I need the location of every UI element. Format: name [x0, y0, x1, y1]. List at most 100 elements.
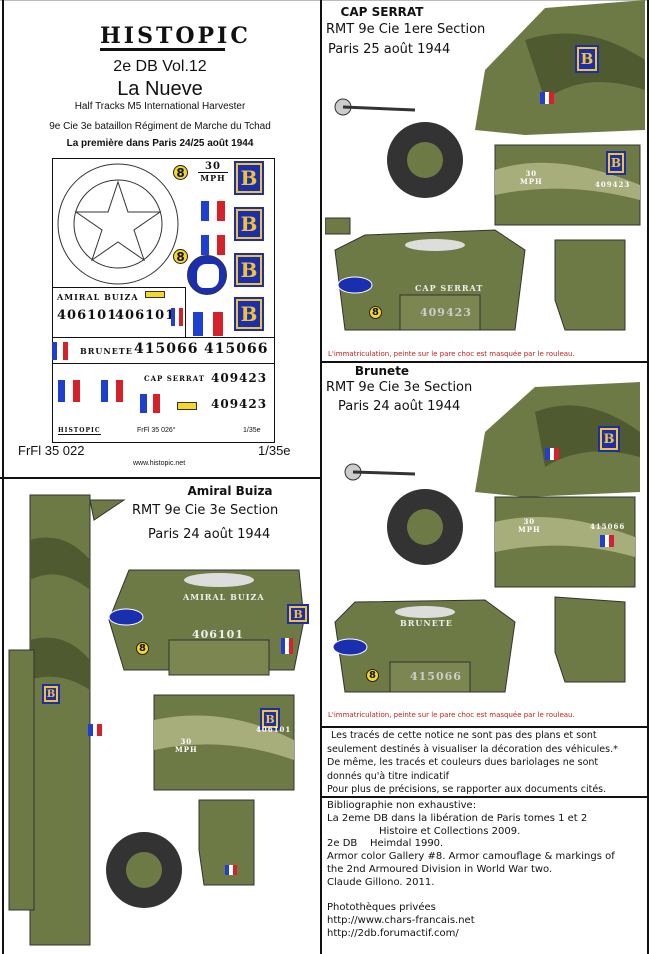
- notice-line: donnés qu'à titre indicatif: [327, 770, 449, 782]
- interior-view: [198, 799, 255, 886]
- french-flag: [101, 380, 123, 402]
- french-flag: [201, 201, 225, 221]
- b-insignia: B: [287, 604, 309, 624]
- sheet-scale: 1/35e: [243, 427, 261, 434]
- amiral-buiza-drawings: [8, 494, 305, 946]
- vehicle-date: Paris 24 août 1944: [338, 399, 461, 414]
- mph-label: MPH: [198, 172, 228, 184]
- b-insignia: B: [234, 253, 264, 287]
- histopic-logo: HISTOPIC: [100, 23, 251, 51]
- unit-line: 9e Cie 3e bataillon Régiment de Marche d…: [49, 121, 271, 132]
- front-view: [334, 229, 526, 331]
- b-insignia: B: [234, 161, 264, 195]
- notice-line: De même, les tracés et couleurs dues bar…: [327, 757, 599, 768]
- b-insignia: B: [234, 297, 264, 331]
- side-view: [334, 0, 645, 198]
- french-flag: [600, 535, 615, 547]
- serial-marking: 415066: [590, 522, 626, 531]
- histopic-small-logo: HISTOPIC: [58, 427, 101, 435]
- french-flag: [171, 308, 183, 326]
- serial-note: L'immatriculation, peinte sur le pare ch…: [328, 711, 575, 719]
- bibliography-entry: the 2nd Armoured Division in World War t…: [327, 863, 553, 875]
- front-view: [332, 599, 516, 693]
- bibliography-entry: La 2eme DB dans la libération de Paris t…: [327, 812, 588, 824]
- bumper-serial: 406101: [192, 628, 244, 641]
- b-insignia: B: [598, 426, 620, 452]
- amiral-name-decal: AMIRAL BUIZA: [57, 292, 139, 302]
- vehicle-date: Paris 24 août 1944: [148, 527, 271, 542]
- vehicle-unit: RMT 9e Cie 3e Section: [132, 503, 279, 518]
- french-flag: [58, 380, 80, 402]
- page-title: La Nueve: [117, 78, 203, 100]
- right-border: [647, 0, 649, 954]
- french-flag: [88, 724, 103, 736]
- interior-view: [554, 596, 626, 683]
- brunete-decals: BRUNETE 415066 415066: [52, 337, 275, 364]
- right-divider-3: [321, 796, 649, 798]
- french-flag: [225, 865, 237, 875]
- front-label: BRUNETE: [400, 618, 453, 628]
- notice-line: Pour plus de précisions, se rapporter au…: [327, 784, 607, 795]
- mph-number: 30: [523, 517, 536, 526]
- b-insignia: B: [42, 684, 60, 704]
- vehicle-unit: RMT 9e Cie 3e Section: [326, 380, 473, 395]
- vehicle-date: Paris 25 août 1944: [328, 42, 451, 57]
- stowage-box: [325, 217, 351, 235]
- brunete-drawings: [332, 382, 640, 693]
- mph-label: MPH: [518, 525, 541, 534]
- number-8-decal: 8: [173, 249, 188, 264]
- serial-decal: 409423: [211, 397, 268, 411]
- serial-decal: 415066: [134, 341, 199, 357]
- vehicle-name: Amiral Buiza: [187, 484, 273, 498]
- sheet-reference: FrFl 35 026°: [137, 427, 176, 434]
- side-view: [344, 382, 640, 565]
- notice-line: Les tracés de cette notice ne sont pas d…: [331, 730, 597, 741]
- french-flag: [545, 448, 560, 460]
- number-8-marking: 8: [136, 642, 149, 655]
- serial-marking: 406101: [256, 725, 292, 734]
- serial-decal: 406101: [115, 308, 176, 323]
- number-8-marking: 8: [369, 306, 382, 319]
- website-link[interactable]: www.histopic.net: [133, 460, 186, 467]
- b-insignia: B: [575, 45, 599, 73]
- series-title: 2e DB Vol.12: [113, 58, 207, 75]
- vehicle-name: Brunete: [354, 364, 410, 378]
- b-insignia: B: [260, 708, 280, 730]
- subtitle: Half Tracks M5 International Harvester: [74, 101, 246, 112]
- interior-view: [554, 239, 626, 331]
- right-divider-1: [321, 361, 649, 363]
- vehicle-unit: RMT 9e Cie 1ere Section: [326, 22, 486, 37]
- cap-serrat-name-decal: CAP SERRAT: [144, 374, 205, 383]
- amiral-buiza-decals: AMIRAL BUIZA 406101 406101: [53, 287, 186, 337]
- french-flag: [52, 342, 68, 360]
- french-flag: [281, 638, 293, 654]
- front-label: CAP SERRAT: [415, 283, 484, 293]
- bibliography-entry: Armor color Gallery #8. Armor camouflage…: [327, 851, 615, 863]
- notice-line: seulement destinés à visualiser la décor…: [327, 743, 618, 755]
- right-divider-2: [321, 726, 649, 728]
- bibliography-entry: Histoire et Collections 2009.: [379, 825, 521, 837]
- archive-link[interactable]: http://2db.forumactif.com/: [327, 927, 459, 939]
- serial-marking: 409423: [595, 180, 631, 189]
- french-flag: [140, 394, 161, 413]
- yellow-plate-decal: [177, 402, 197, 410]
- vehicle-name: CAP SERRAT: [340, 5, 424, 19]
- number-8-marking: 8: [366, 669, 379, 682]
- bibliography-entry: 2e DB Heimdal 1990.: [327, 838, 444, 850]
- french-flag: [540, 92, 555, 104]
- allied-star-roundel: [57, 163, 179, 285]
- archive-link[interactable]: http://www.chars-francais.net: [327, 915, 475, 927]
- front-label: AMIRAL BUIZA: [183, 592, 265, 602]
- photo-archives-heading: Photothèques privées: [327, 902, 436, 914]
- left-divider: [0, 477, 321, 479]
- b-insignia: B: [234, 207, 264, 241]
- mph-number: 30: [205, 161, 221, 172]
- yellow-plate-decal: [145, 291, 165, 298]
- b-insignia: B: [606, 151, 626, 175]
- disclaimer-notice: Les tracés de cette notice ne sont pas d…: [327, 729, 618, 797]
- top-view: [8, 494, 182, 946]
- mph-label: MPH: [175, 745, 198, 754]
